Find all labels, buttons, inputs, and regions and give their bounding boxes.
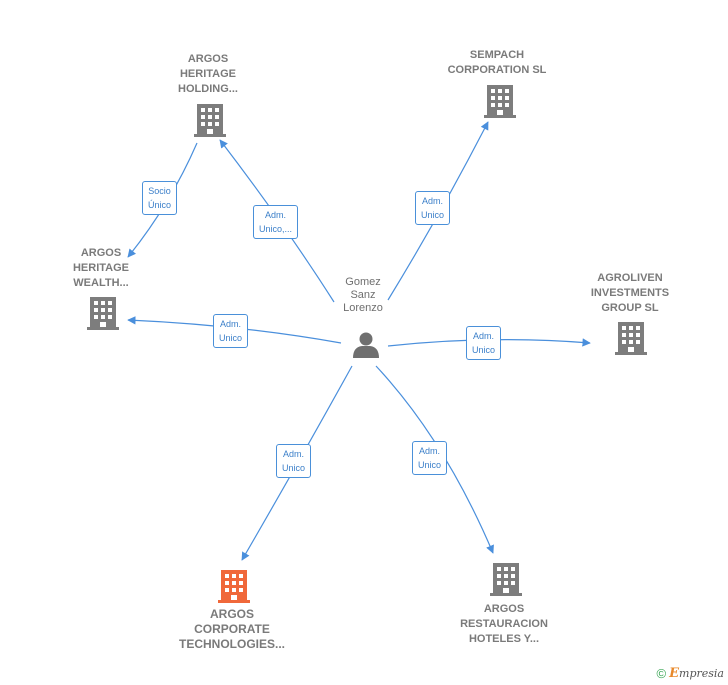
relation-line: Único	[148, 200, 172, 210]
label-line: HERITAGE	[72, 262, 130, 274]
company-label-argos-restauracion[interactable]: ARGOS RESTAURACION HOTELES Y...	[450, 602, 558, 647]
relation-label-socio[interactable]: Socio Único	[142, 181, 178, 215]
label-line: HOTELES Y...	[468, 633, 540, 645]
company-label-argos-corporate-technologies[interactable]: ARGOS CORPORATE TECHNOLOGIES...	[167, 607, 297, 652]
relation-label-restauracion[interactable]: Adm. Unico	[412, 441, 448, 475]
label-line: Gomez	[345, 276, 381, 288]
relation-label-wealth[interactable]: Adm. Unico	[213, 314, 249, 348]
brand-name: mpresia	[679, 667, 724, 680]
label-line: Lorenzo	[343, 302, 383, 314]
building-icon[interactable]	[484, 85, 516, 118]
label-line: CORPORATE	[194, 622, 270, 636]
label-line: CORPORATION SL	[447, 64, 547, 76]
brand-initial: E	[669, 666, 680, 681]
company-label-sempach-corporation[interactable]: SEMPACH CORPORATION SL	[440, 48, 554, 78]
relation-line: Adm.	[283, 449, 305, 459]
relation-line: Unico	[418, 460, 442, 470]
building-icon[interactable]	[194, 104, 226, 137]
relation-line: Unico	[472, 345, 496, 355]
relation-line: Adm.	[473, 331, 495, 341]
label-line: HOLDING...	[178, 83, 238, 95]
label-line: SEMPACH	[469, 49, 525, 61]
brand-footer: © Empresia	[657, 666, 724, 681]
label-line: HERITAGE	[179, 68, 237, 80]
relation-label-agroliven[interactable]: Adm. Unico	[466, 326, 502, 360]
company-label-argos-heritage-holding[interactable]: ARGOS HERITAGE HOLDING...	[160, 52, 256, 97]
company-label-argos-heritage-wealth[interactable]: ARGOS HERITAGE WEALTH...	[54, 246, 148, 291]
label-line: INVESTMENTS	[590, 287, 670, 299]
relation-line: Unico	[219, 333, 243, 343]
label-line: ARGOS	[483, 603, 525, 615]
label-line: GROUP SL	[601, 302, 659, 314]
relation-line: Adm.	[422, 196, 444, 206]
company-label-agroliven-investments[interactable]: AGROLIVEN INVESTMENTS GROUP SL	[578, 271, 682, 316]
label-line: WEALTH...	[73, 277, 129, 289]
person-label[interactable]: Gomez Sanz Lorenzo	[323, 276, 403, 315]
relation-label-corporate[interactable]: Adm. Unico	[276, 444, 312, 478]
relation-line: Socio	[148, 186, 171, 196]
relation-label-holding[interactable]: Adm. Unico,...	[253, 205, 299, 239]
building-icon[interactable]	[87, 297, 119, 330]
building-icon-highlight[interactable]	[218, 570, 250, 603]
building-icon[interactable]	[490, 563, 522, 596]
label-line: TECHNOLOGIES...	[178, 637, 285, 651]
label-line: Sanz	[350, 289, 376, 301]
label-line: ARGOS	[187, 53, 229, 65]
relation-line: Adm.	[265, 210, 287, 220]
label-line: ARGOS	[209, 607, 254, 621]
label-line: AGROLIVEN	[597, 272, 663, 284]
relation-line: Adm.	[220, 319, 242, 329]
relation-line: Unico	[282, 463, 306, 473]
building-icon[interactable]	[615, 322, 647, 355]
relation-label-sempach[interactable]: Adm. Unico	[415, 191, 451, 225]
relation-line: Unico	[421, 210, 445, 220]
person-icon[interactable]	[353, 332, 379, 359]
relation-line: Unico,...	[259, 224, 293, 234]
label-line: ARGOS	[80, 247, 122, 259]
label-line: RESTAURACION	[460, 618, 548, 630]
brand-logo[interactable]: Empresia	[669, 666, 724, 681]
relation-line: Adm.	[419, 446, 441, 456]
copyright-icon: ©	[656, 666, 667, 681]
